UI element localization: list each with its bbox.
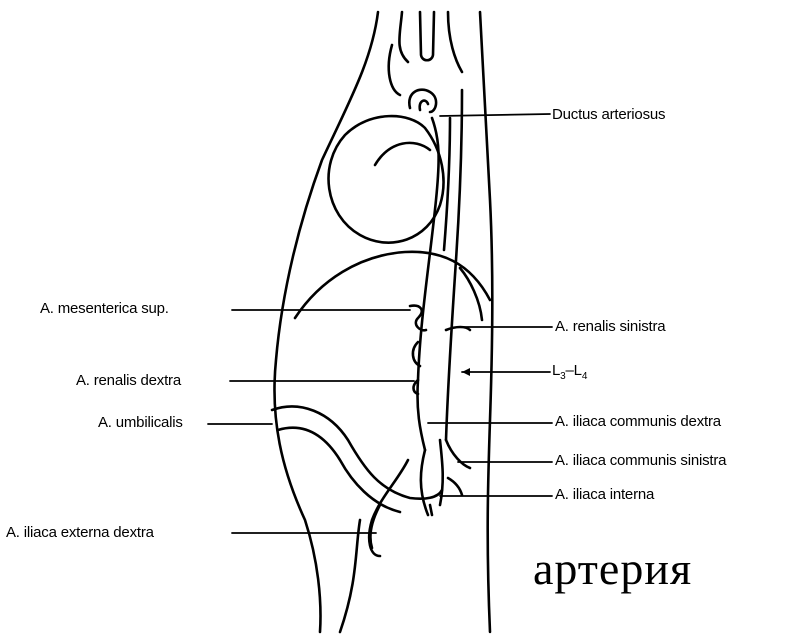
body-outline-right [480,12,492,632]
diaphragm [295,252,490,318]
label-l4-sub: 4 [582,371,587,382]
label-iliaca-communis-sinistra: A. iliaca communis sinistra [555,452,726,469]
neck-vessel [389,45,400,95]
label-mesenterica-sup: A. mesenterica sup. [40,300,169,317]
label-l3-l4: L3–L4 [552,362,587,382]
leader-ductus [440,114,550,116]
neck-vessel [420,12,434,60]
common-iliac-sinistra [446,440,470,468]
arrow-l3l4 [462,368,470,376]
label-l3: L [552,362,560,379]
label-iliaca-communis-dextra: A. iliaca communis dextra [555,413,721,430]
heart [329,116,444,243]
label-renalis-dextra: A. renalis dextra [76,372,181,389]
iliac-interna [448,478,462,495]
common-iliac-dextra [421,450,428,515]
label-iliaca-externa-dextra: A. iliaca externa dextra [6,524,154,541]
label-l-dash: –L [566,362,582,379]
aorta-right-wall [417,118,438,450]
label-iliaca-interna: A. iliaca interna [555,486,654,503]
label-umbilicalis: A. umbilicalis [98,414,183,431]
label-renalis-sinistra: A. renalis sinistra [555,318,665,335]
caption: артерия [533,542,692,595]
femoral [340,520,360,632]
body-outline-left [274,12,378,632]
aorta-mid [444,118,450,250]
label-ductus-arteriosus: Ductus arteriosus [552,106,665,123]
aortic-arch-inner [420,101,428,110]
pelvic-vessel [430,505,432,515]
heart-inner [375,143,430,165]
neck-vessel [448,12,462,72]
neck-vessel [399,12,408,62]
